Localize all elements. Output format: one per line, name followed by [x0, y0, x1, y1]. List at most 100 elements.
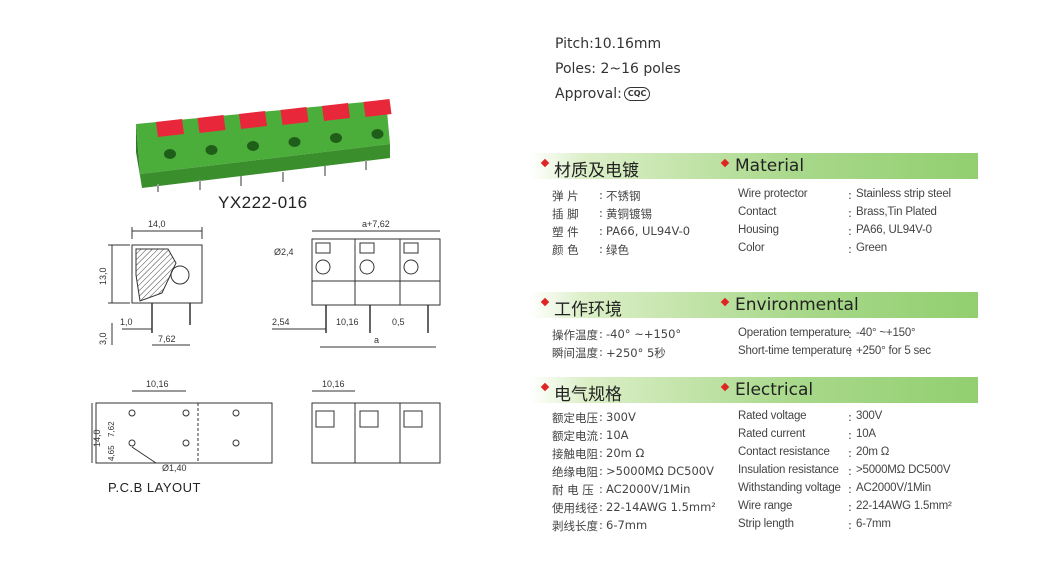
- dim-pcb-hole: Ø1,40: [162, 463, 187, 473]
- spec-cn-value: AC2000V/1Min: [606, 482, 691, 496]
- spec-cn-label: 弹 片: [552, 189, 579, 203]
- spec-en-label: Short-time temperature: [738, 345, 852, 357]
- wire-hole: [164, 149, 176, 159]
- environmental-en-title: Environmental: [735, 295, 859, 315]
- electrical-cn-title: 电气规格: [554, 385, 622, 405]
- dim-front-a: a: [374, 335, 379, 345]
- pole-button: [363, 99, 392, 117]
- spec-cn-value: -40° ~+150°: [606, 327, 682, 341]
- spec-separator: :: [848, 446, 852, 460]
- spec-separator: :: [599, 482, 603, 496]
- dim-front-right: 0,5: [392, 317, 405, 327]
- pole-button: [322, 103, 350, 121]
- spec-separator: :: [599, 345, 603, 359]
- wire-hole: [247, 141, 259, 151]
- spec-en-label: Withstanding voltage: [738, 482, 841, 494]
- diamond-bullet-icon: [540, 382, 550, 392]
- spec-separator: :: [848, 327, 852, 341]
- dim-side-height: 13,0: [98, 267, 108, 285]
- spec-cn-value: 22-14AWG 1.5mm²: [606, 500, 716, 514]
- wire-hole: [371, 129, 384, 139]
- spec-cn-value: PA66, UL94V-0: [606, 224, 691, 238]
- spec-separator: :: [599, 188, 603, 202]
- wire-hole: [205, 145, 218, 155]
- spec-cn-label: 绝缘电阻: [552, 465, 598, 479]
- spec-en-label: Contact resistance: [738, 446, 830, 458]
- spec-separator: :: [848, 500, 852, 514]
- spec-en-label: Housing: [738, 224, 779, 236]
- spec-cn-label: 操作温度: [552, 328, 598, 342]
- spec-cn-value: 黄铜镀锡: [606, 207, 652, 221]
- diamond-bullet-icon: [540, 158, 550, 168]
- spec-separator: :: [599, 518, 603, 532]
- spec-separator: :: [599, 327, 603, 341]
- spec-cn-value: 20m Ω: [606, 446, 645, 460]
- diamond-bullet-icon: [720, 382, 730, 392]
- spec-en-label: Strip length: [738, 518, 794, 530]
- spec-separator: :: [848, 464, 852, 478]
- pole-button: [197, 115, 226, 133]
- poles-text: Poles: 2~16 poles: [555, 61, 681, 77]
- spec-separator: :: [599, 242, 603, 256]
- technical-drawings: 14,0 13,0 1,0 7,62 3,0 a+7,62 Ø2,4 2,54 …: [91, 219, 441, 473]
- pole-button: [280, 107, 309, 125]
- spec-separator: :: [848, 410, 852, 424]
- spec-cn-label: 额定电流: [552, 429, 598, 443]
- spec-cn-value: 10A: [606, 428, 629, 442]
- environmental-section-bar: 工作环境 Environmental: [530, 292, 978, 320]
- spec-cn-value: >5000MΩ DC500V: [606, 464, 714, 478]
- dim-pcb-height: 14,0: [92, 429, 102, 447]
- spec-separator: :: [599, 410, 603, 424]
- spec-cn-label: 瞬间温度: [552, 346, 598, 360]
- pole-button: [156, 119, 184, 137]
- pcb-layout-label: P.C.B LAYOUT: [108, 480, 201, 495]
- dim-pcb-pitch: 10,16: [146, 379, 169, 389]
- spec-separator: :: [599, 206, 603, 220]
- dim-side-width: 14,0: [148, 219, 166, 229]
- spec-en-value: PA66, UL94V-0: [856, 224, 932, 236]
- spec-cn-label: 使用线径: [552, 501, 598, 515]
- spec-en-label: Operation temperature: [738, 327, 850, 339]
- dim-pcb-edge: 4,65: [107, 445, 116, 461]
- spec-en-label: Color: [738, 242, 765, 254]
- spec-en-label: Wire protector: [738, 188, 808, 200]
- pole-group: [156, 99, 392, 159]
- diamond-bullet-icon: [720, 158, 730, 168]
- dim-side-pin-len: 3,0: [98, 332, 108, 345]
- dim-front-pitch: 10,16: [336, 317, 359, 327]
- spec-cn-value: +250° 5秒: [606, 346, 666, 360]
- diamond-bullet-icon: [540, 297, 550, 307]
- spec-en-value: >5000MΩ DC500V: [856, 464, 951, 476]
- spec-cn-label: 接触电阻: [552, 447, 598, 461]
- spec-en-value: AC2000V/1Min: [856, 482, 931, 494]
- spec-en-value: +250° for 5 sec: [856, 345, 931, 357]
- spec-en-value: 20m Ω: [856, 446, 890, 458]
- spec-separator: :: [599, 428, 603, 442]
- material-section-bar: 材质及电镀 Material: [530, 153, 978, 181]
- front-view-drawing: [272, 230, 441, 348]
- approval-label: Approval:: [555, 86, 622, 102]
- spec-en-value: Green: [856, 242, 887, 254]
- electrical-en-title: Electrical: [735, 380, 814, 400]
- spec-en-value: Stainless strip steel: [856, 188, 951, 200]
- spec-separator: :: [848, 518, 852, 532]
- pole-button: [239, 111, 267, 129]
- model-number: YX222-016: [218, 193, 308, 212]
- spec-en-label: Wire range: [738, 500, 793, 512]
- spec-en-value: 6-7mm: [856, 518, 891, 530]
- dim-top-pitch: 10,16: [322, 379, 345, 389]
- spec-separator: :: [848, 206, 852, 220]
- spec-en-value: 300V: [856, 410, 883, 422]
- wire-hole: [330, 133, 342, 143]
- dim-side-pin-pitch: 7,62: [158, 334, 176, 344]
- spec-cn-value: 300V: [606, 410, 636, 424]
- spec-separator: :: [599, 446, 603, 460]
- spec-en-label: Rated current: [738, 428, 806, 440]
- wire-hole: [288, 137, 301, 147]
- spec-en-label: Insulation resistance: [738, 464, 839, 476]
- electrical-section-bar: 电气规格 Electrical: [530, 377, 978, 405]
- cqc-mark-icon: CQC: [623, 87, 651, 101]
- spec-separator: :: [848, 188, 852, 202]
- spec-cn-label: 插 脚: [552, 207, 579, 221]
- spec-en-value: -40° ~+150°: [856, 327, 916, 339]
